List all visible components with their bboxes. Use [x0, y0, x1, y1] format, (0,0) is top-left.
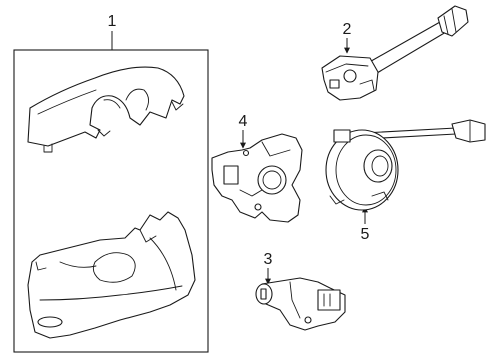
part-5-ring-drawing	[325, 119, 486, 211]
part-1-group-frame	[13, 49, 209, 353]
part-4-screw	[254, 203, 262, 211]
callout-4-label: 4	[239, 113, 248, 130]
part-4-housing-drawing	[211, 133, 303, 223]
part-3-connector	[317, 289, 341, 311]
callout-5-label: 5	[361, 226, 370, 243]
part-1-lower-cover-drawing	[27, 211, 196, 339]
callout-2-label: 2	[343, 21, 352, 38]
part-4-center-bore	[257, 165, 287, 195]
part-2-switch-drawing	[321, 5, 469, 101]
part-2-lever-knob	[437, 5, 469, 37]
part-1-upper-cover-drawing	[27, 66, 185, 153]
part-1-lower-cover-slot	[37, 316, 63, 328]
part-2-body-hole	[343, 69, 357, 83]
callout-3-label: 3	[264, 251, 273, 268]
part-5-cable-connector	[451, 119, 486, 143]
part-3-cylinder-drawing	[255, 277, 346, 331]
callout-1-label: 1	[108, 13, 117, 30]
